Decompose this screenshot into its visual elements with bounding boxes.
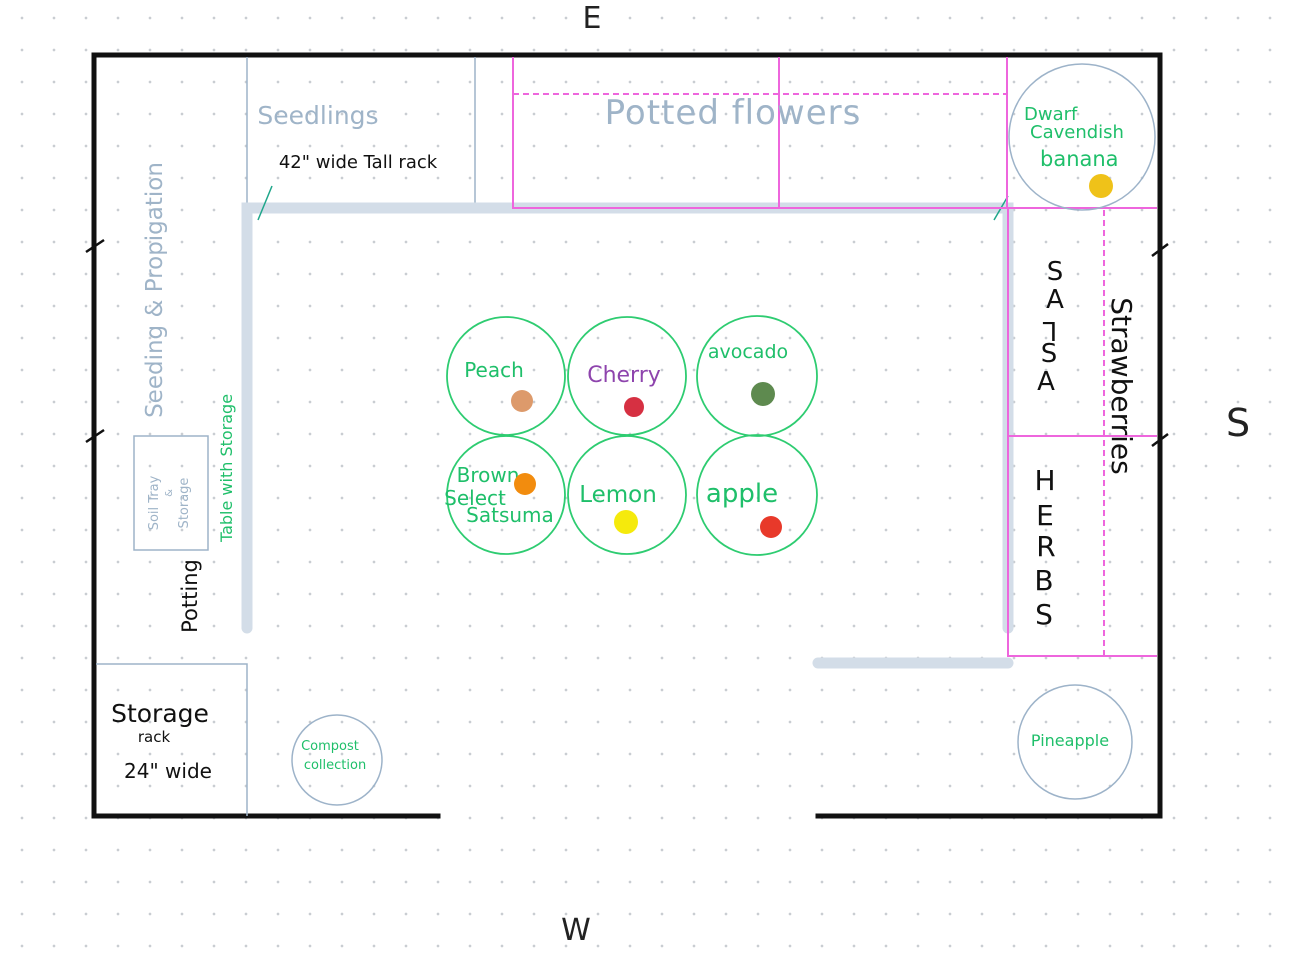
svg-text:S: S [1041, 339, 1058, 369]
svg-text:Select: Select [444, 486, 506, 510]
svg-text:A: A [1037, 367, 1055, 397]
tall-rack-label: 42" wide Tall rack [279, 152, 438, 173]
banana-fruit-dot [1089, 174, 1113, 198]
satsuma-fruit-dot [514, 473, 536, 495]
wall-top-left-bottom [91, 52, 1163, 819]
banana-circle [1008, 63, 1156, 211]
outer-walls [91, 52, 1163, 819]
svg-text:Satsuma: Satsuma [466, 503, 554, 527]
svg-text:S: S [1047, 257, 1064, 287]
pineapple-label: Pineapple [1031, 731, 1109, 750]
seedlings-label: Seedlings [257, 101, 378, 130]
svg-text:Cavendish: Cavendish [1030, 122, 1124, 143]
satsuma-tree-circle [446, 435, 566, 555]
lemon-tree-circle [567, 435, 687, 555]
apple-fruit-dot [760, 516, 782, 538]
svg-text:rack: rack [138, 728, 171, 746]
storage-rack-box [96, 663, 248, 816]
cherry-fruit-dot [624, 397, 644, 417]
apple-label: apple [706, 479, 778, 509]
svg-text:A: A [1046, 285, 1064, 315]
right-beds [1007, 207, 1157, 657]
svg-text:H: H [1034, 464, 1055, 497]
svg-text:&: & [164, 489, 175, 497]
compass-east-label: E [583, 1, 602, 36]
soil-tray-box [133, 435, 209, 551]
wall-ticks [85, 238, 1169, 447]
peach-label: Peach [464, 358, 524, 382]
potted-flowers-label: Potted flowers [605, 93, 862, 133]
svg-text:Storage: Storage [111, 699, 209, 728]
lemon-label: Lemon [579, 482, 657, 508]
potted-flowers-bed [512, 57, 1008, 209]
svg-text:R: R [1036, 530, 1055, 563]
svg-text:E: E [1036, 499, 1054, 532]
compost-label: Compost collection [301, 739, 366, 773]
avocado-tree-circle [696, 315, 818, 437]
svg-text:Storage: Storage [177, 478, 192, 529]
svg-text:L: L [1042, 315, 1057, 345]
banana-label: Dwarf Cavendish banana [1024, 104, 1124, 171]
seeding-propagation-label: Seeding & Propigation [142, 162, 168, 418]
storage-rack-label: Storage rack 24" wide [111, 699, 212, 783]
svg-text:S: S [1035, 598, 1053, 631]
peach-tree-circle [446, 316, 566, 436]
pineapple-circle [1017, 684, 1133, 800]
avocado-fruit-dot [751, 382, 775, 406]
table-with-storage-label: Table with Storage [217, 394, 236, 543]
svg-text:Soil Tray: Soil Tray [147, 475, 162, 530]
svg-text:collection: collection [304, 758, 366, 773]
compass-south-label: S [1226, 401, 1250, 445]
strawberries-label: Strawberries [1105, 297, 1138, 474]
fruit-tree-circles [446, 315, 818, 556]
peach-fruit-dot [511, 390, 533, 412]
lemon-fruit-dot [614, 510, 638, 534]
cherry-tree-circle [567, 316, 687, 436]
potting-label: Potting [178, 559, 202, 633]
svg-text:24" wide: 24" wide [124, 759, 212, 783]
herbs-label: H E R B S [1034, 464, 1055, 631]
svg-text:Dwarf: Dwarf [1024, 104, 1078, 125]
apple-tree-circle [696, 434, 818, 556]
svg-text:banana: banana [1040, 147, 1119, 171]
soil-tray-label: Soil Tray & Storage [147, 475, 192, 530]
cherry-label: Cherry [587, 363, 661, 388]
compost-circle [291, 714, 383, 806]
salsa-label: S A L S A [1037, 257, 1064, 397]
svg-text:Compost: Compost [301, 739, 359, 754]
svg-text:B: B [1034, 564, 1053, 597]
compass-west-label: W [561, 913, 591, 948]
avocado-label: avocado [708, 341, 788, 363]
svg-text:Brown: Brown [457, 463, 520, 487]
zone-dividers [96, 57, 476, 816]
satsuma-label: Brown Select Satsuma [444, 463, 554, 527]
